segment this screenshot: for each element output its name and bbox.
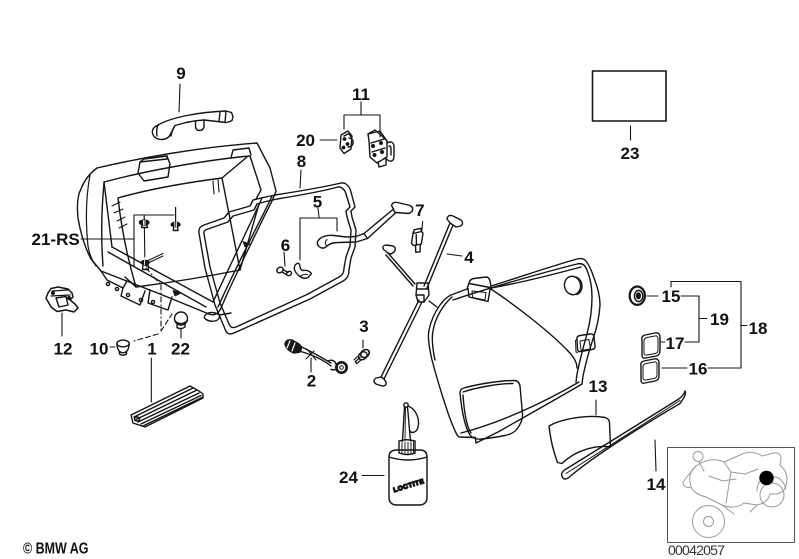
- svg-text:1: 1: [147, 340, 156, 359]
- svg-text:18: 18: [749, 319, 768, 338]
- svg-text:20: 20: [296, 131, 315, 150]
- svg-text:8: 8: [297, 152, 306, 171]
- svg-text:4: 4: [464, 248, 474, 267]
- svg-text:© BMW AG: © BMW AG: [23, 540, 89, 558]
- svg-text:24: 24: [339, 468, 358, 487]
- svg-text:9: 9: [176, 64, 185, 83]
- svg-text:22: 22: [171, 340, 190, 359]
- svg-text:12: 12: [54, 340, 73, 359]
- svg-text:5: 5: [313, 193, 322, 212]
- svg-text:16: 16: [689, 360, 708, 379]
- svg-text:00042057: 00042057: [668, 542, 725, 558]
- svg-text:15: 15: [662, 287, 681, 306]
- svg-text:19: 19: [710, 310, 729, 329]
- svg-text:13: 13: [589, 377, 608, 396]
- svg-text:10: 10: [90, 340, 109, 359]
- svg-text:14: 14: [647, 475, 666, 494]
- svg-text:LOCTITE: LOCTITE: [393, 478, 426, 494]
- svg-text:23: 23: [621, 144, 640, 163]
- svg-text:2: 2: [307, 372, 316, 391]
- svg-text:17: 17: [666, 334, 685, 353]
- svg-text:3: 3: [359, 317, 368, 336]
- svg-text:7: 7: [415, 201, 424, 220]
- svg-text:21-RS: 21-RS: [32, 230, 80, 249]
- svg-text:6: 6: [281, 236, 290, 255]
- svg-text:11: 11: [352, 85, 370, 104]
